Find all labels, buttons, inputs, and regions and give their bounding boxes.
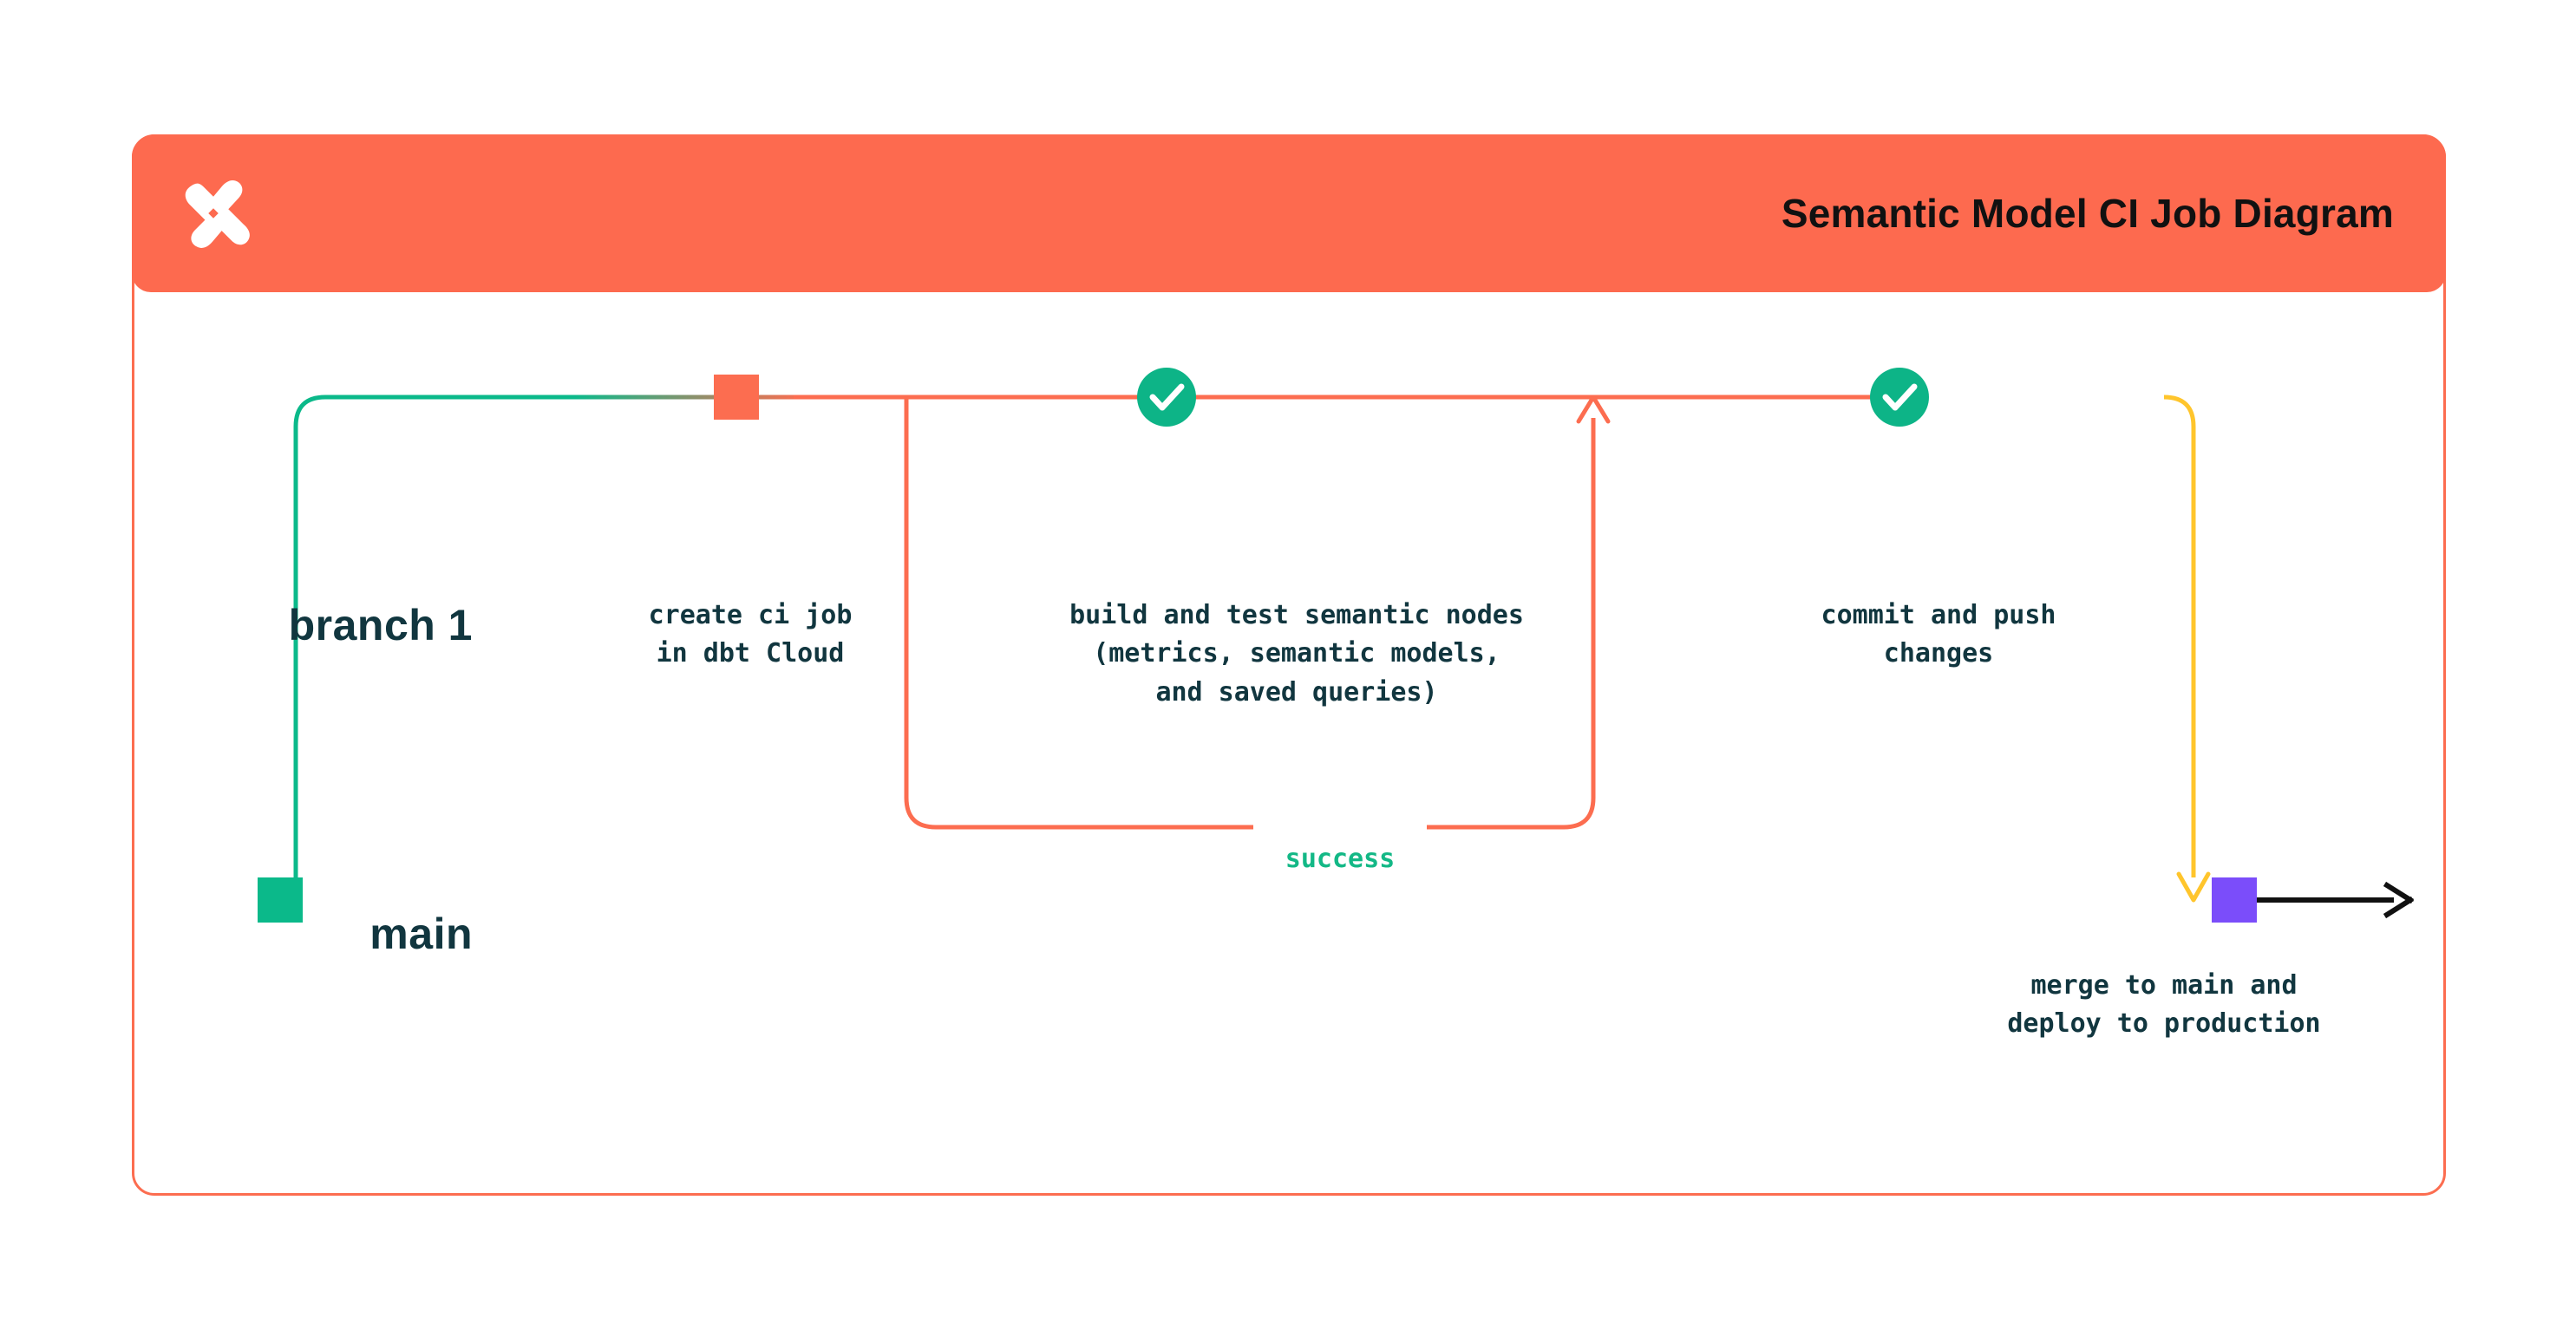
merge-to-main-node bbox=[2212, 877, 2257, 923]
merge-arrowhead-icon bbox=[2176, 871, 2211, 903]
card-header: Semantic Model CI Job Diagram bbox=[132, 134, 2446, 292]
caption-commit-and-push: commit and push changes bbox=[1821, 600, 2056, 669]
diagram-svg bbox=[256, 368, 2415, 923]
caption-build-and-test: build and test semantic nodes (metrics, … bbox=[1069, 600, 1524, 708]
branch-off-edge bbox=[293, 395, 802, 900]
retry-loop-left bbox=[904, 397, 1253, 830]
lane-label-main: main bbox=[369, 910, 473, 958]
lane-label-branch-1: branch 1 bbox=[288, 601, 473, 649]
commit-and-push-check-node bbox=[1870, 368, 1929, 427]
caption-merge-to-main: merge to main and deploy to production bbox=[2007, 970, 2321, 1040]
merge-edge bbox=[2163, 395, 2196, 877]
check-icon bbox=[1882, 383, 1918, 411]
build-and-test-check-node bbox=[1137, 368, 1196, 427]
main-start-node bbox=[258, 877, 303, 923]
page-title: Semantic Model CI Job Diagram bbox=[1781, 191, 2394, 236]
retry-loop-right bbox=[1427, 418, 1596, 830]
create-ci-job-node bbox=[714, 375, 759, 420]
retry-loop-arrowhead-icon bbox=[1576, 395, 1611, 424]
diagram-card: Semantic Model CI Job Diagram bbox=[132, 134, 2446, 1196]
check-icon bbox=[1149, 383, 1185, 411]
continue-main-arrowhead-icon bbox=[2383, 881, 2415, 919]
diagram-canvas: branch 1 main create ci job in dbt Cloud… bbox=[134, 295, 2443, 1196]
dbt-x-logo-icon bbox=[172, 172, 255, 255]
edge-label-success: success bbox=[1285, 844, 1396, 874]
caption-create-ci-job: create ci job in dbt Cloud bbox=[648, 600, 853, 669]
